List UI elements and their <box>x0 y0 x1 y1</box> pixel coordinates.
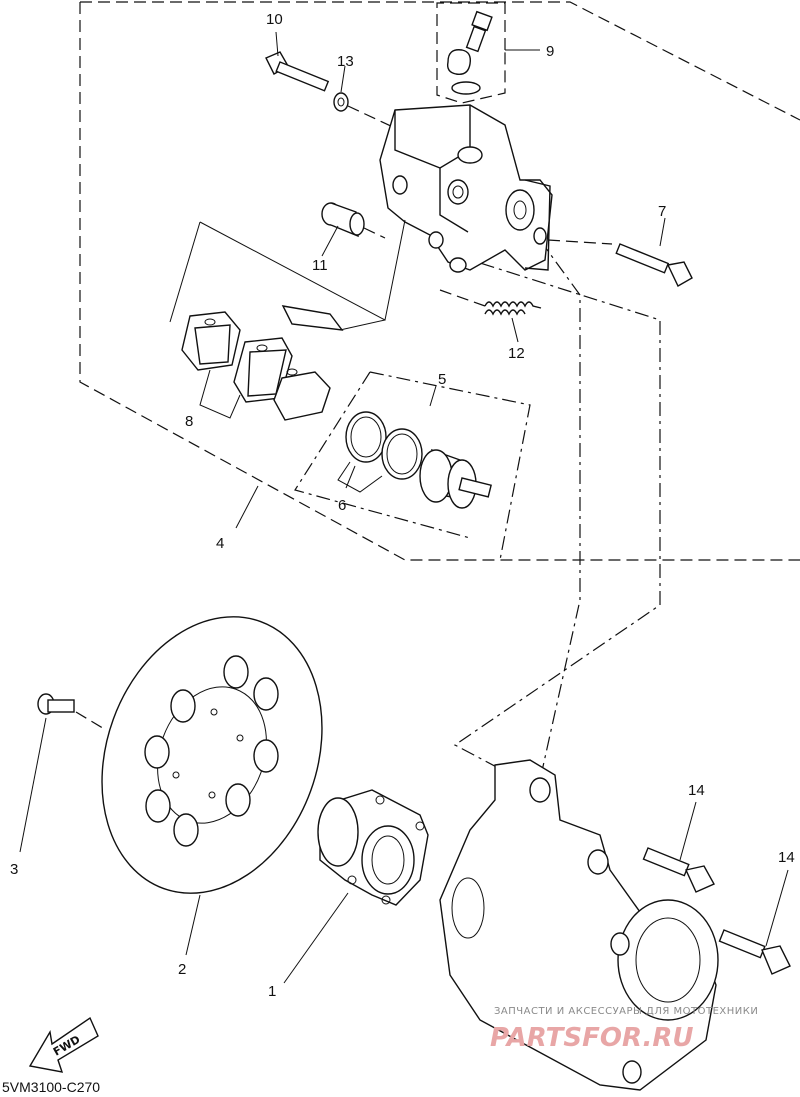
callout-1: 1 <box>268 983 276 1000</box>
callout-9: 9 <box>546 43 554 60</box>
bolt-part-14a <box>642 801 715 893</box>
callout-6: 6 <box>338 497 346 514</box>
callout-8: 8 <box>185 413 193 430</box>
callout-11: 11 <box>312 257 328 274</box>
fwd-arrow-icon: FWD <box>28 1016 99 1073</box>
brake-pads-part-8 <box>181 305 344 421</box>
callout-7: 7 <box>658 203 666 220</box>
washer-part-13 <box>333 65 396 129</box>
callout-12: 12 <box>508 345 525 362</box>
caliper-bracket <box>439 759 719 1091</box>
diagram-code: 5VM3100-C270 <box>2 1079 100 1095</box>
callout-10: 10 <box>266 11 283 28</box>
callout-labels: 10 13 9 7 11 12 5 8 6 4 14 14 3 2 1 <box>10 11 795 1000</box>
watermark-tagline: ЗАПЧАСТИ И АКСЕССУАРЫ ДЛЯ МОТОТЕХНИКИ <box>494 1006 758 1017</box>
callout-13: 13 <box>337 53 354 70</box>
bolt-part-3 <box>19 693 107 853</box>
bleed-screw-part-9 <box>436 2 540 104</box>
piston-part-5 <box>294 371 531 561</box>
bolt-part-7 <box>533 217 693 287</box>
watermark: ЗАПЧАСТИ И АКСЕССУАРЫ ДЛЯ МОТОТЕХНИКИ PA… <box>490 1006 758 1053</box>
pad-kit-part-8-outline <box>169 219 406 331</box>
bolt-part-10 <box>265 31 330 92</box>
callout-14a: 14 <box>688 782 705 799</box>
callout-5: 5 <box>438 371 446 388</box>
bolt-part-14b <box>718 869 791 975</box>
caliper-assembly-boundary <box>79 1 800 791</box>
callout-4: 4 <box>216 535 224 552</box>
caliper-body <box>379 104 553 273</box>
callout-2: 2 <box>178 961 186 978</box>
brake-disc-part-2 <box>101 616 323 956</box>
leader-6 <box>345 465 356 489</box>
pin-part-11 <box>321 202 386 257</box>
watermark-logo: PARTSFOR.RU <box>490 1023 693 1053</box>
callout-3: 3 <box>10 861 18 878</box>
callout-14b: 14 <box>778 849 795 866</box>
hub-part-1 <box>283 789 429 984</box>
spring-part-12 <box>439 289 542 343</box>
leader-4 <box>235 485 259 529</box>
